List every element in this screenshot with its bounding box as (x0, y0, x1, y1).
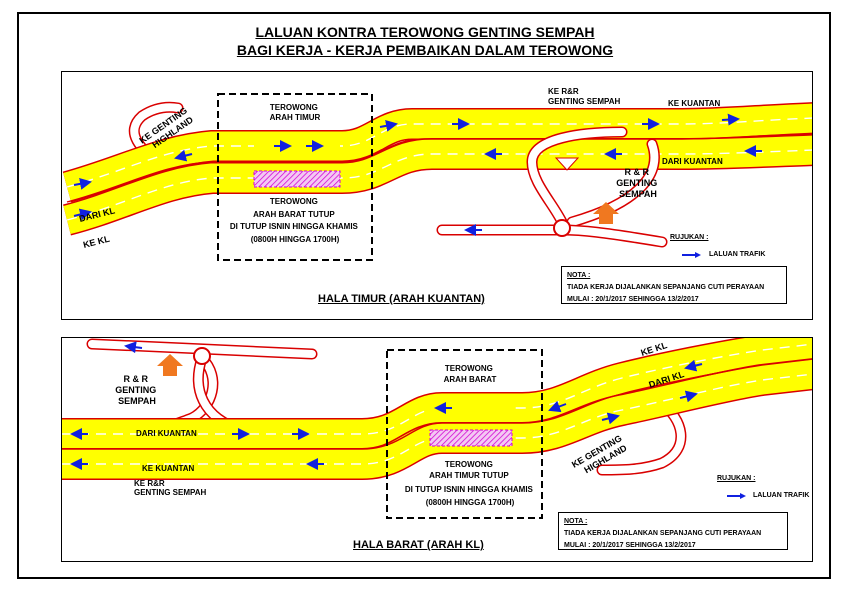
tunnel-work-zone-box (217, 93, 373, 261)
caption-east: HALA TIMUR (ARAH KUANTAN) (318, 293, 485, 305)
panel-east-direction: KE GENTING HIGHLAND DARI KL KE KL TEROWO… (61, 71, 813, 320)
rr-roundabout (553, 219, 571, 237)
note-box-west: NOTA : TIADA KERJA DIJALANKAN SEPANJANG … (558, 512, 788, 550)
tunnel-east-open (254, 136, 340, 156)
traffic-arrows-east (73, 113, 762, 236)
tunnel-west-closed (253, 170, 341, 188)
label-tunnel-east-open: TEROWONG ARAH TIMUR (270, 103, 321, 122)
arrow-right-icon (679, 390, 698, 403)
legend-east: RUJUKAN : LALUAN TRAFIK (617, 234, 797, 264)
arrow-right-icon (379, 119, 398, 132)
arrow-right-icon (73, 208, 92, 221)
legend-item-label: LALUAN TRAFIK (709, 251, 766, 258)
legend-west: RUJUKAN : LALUAN TRAFIK (612, 475, 809, 505)
rr-roundabout-west (193, 347, 211, 365)
label-ke-rr: KE R&R GENTING SEMPAH (548, 87, 621, 106)
arrow-right-icon (124, 341, 143, 354)
label-ke-kl: KE KL (82, 234, 111, 250)
label-tunnel-east-closed: TEROWONG ARAH TIMUR TUTUP DI TUTUP ISNIN… (405, 460, 535, 507)
arrow-right-icon (174, 149, 193, 162)
note-line-1: TIADA KERJA DIJALANKAN SEPANJANG CUTI PE… (567, 284, 765, 291)
label-dari-kuantan-west: DARI KUANTAN (136, 429, 197, 438)
label-tunnel-west-closed: TEROWONG ARAH BARAT TUTUP DI TUTUP ISNIN… (230, 197, 360, 244)
legend-title: RUJUKAN : (670, 234, 709, 241)
panel-west-direction: R & R GENTING SEMPAH DARI KUANTAN KE KUA… (61, 337, 813, 562)
note-title: NOTA : (564, 518, 588, 525)
west-route-map: R & R GENTING SEMPAH DARI KUANTAN KE KUA… (62, 338, 812, 519)
arrow-right-icon (684, 359, 703, 372)
title-line-1: LALUAN KONTRA TEROWONG GENTING SEMPAH (255, 24, 595, 40)
label-tunnel-west-open: TEROWONG ARAH BARAT (444, 364, 497, 384)
note-line-2: MULAI : 20/1/2017 SEHINGGA 13/2/2017 (567, 296, 699, 303)
tunnel-work-zone-box-west (386, 349, 543, 519)
note-title: NOTA : (567, 272, 591, 279)
legend-arrow-icon (727, 492, 747, 502)
label-ke-kuantan: KE KUANTAN (668, 99, 721, 108)
arrow-right-icon (601, 412, 620, 425)
arrow-right-icon (73, 177, 92, 190)
traffic-arrows-west (70, 341, 703, 470)
arrow-right-icon (548, 400, 567, 413)
rr-marker-icon (157, 354, 183, 376)
label-ke-rr-west: KE R&R GENTING SEMPAH (134, 479, 207, 497)
legend-item-label: LALUAN TRAFIK (753, 492, 810, 499)
note-box-east: NOTA : TIADA KERJA DIJALANKAN SEPANJANG … (561, 266, 787, 304)
tunnel-west-open (430, 398, 512, 418)
title-line-2: BAGI KERJA - KERJA PEMBAIKAN DALAM TEROW… (236, 42, 614, 58)
legend-title: RUJUKAN : (717, 475, 756, 482)
note-line-1: TIADA KERJA DIJALANKAN SEPANJANG CUTI PE… (564, 530, 762, 537)
caption-west: HALA BARAT (ARAH KL) (353, 539, 484, 551)
label-ke-kuantan-west: KE KUANTAN (142, 464, 195, 473)
label-rr-genting-sempah: R & R GENTING SEMPAH (616, 167, 660, 199)
label-rr-genting-sempah-west: R & R GENTING SEMPAH (115, 374, 159, 406)
rr-marker-icon (593, 202, 619, 224)
tunnel-east-closed (429, 429, 513, 447)
page-frame (17, 12, 831, 579)
label-dari-kuantan: DARI KUANTAN (662, 157, 723, 166)
east-route-map: KE GENTING HIGHLAND DARI KL KE KL TEROWO… (62, 87, 812, 261)
note-line-2: MULAI : 20/1/2017 SEHINGGA 13/2/2017 (564, 542, 696, 549)
arrow-right-icon (721, 113, 740, 126)
legend-arrow-icon (682, 251, 702, 261)
